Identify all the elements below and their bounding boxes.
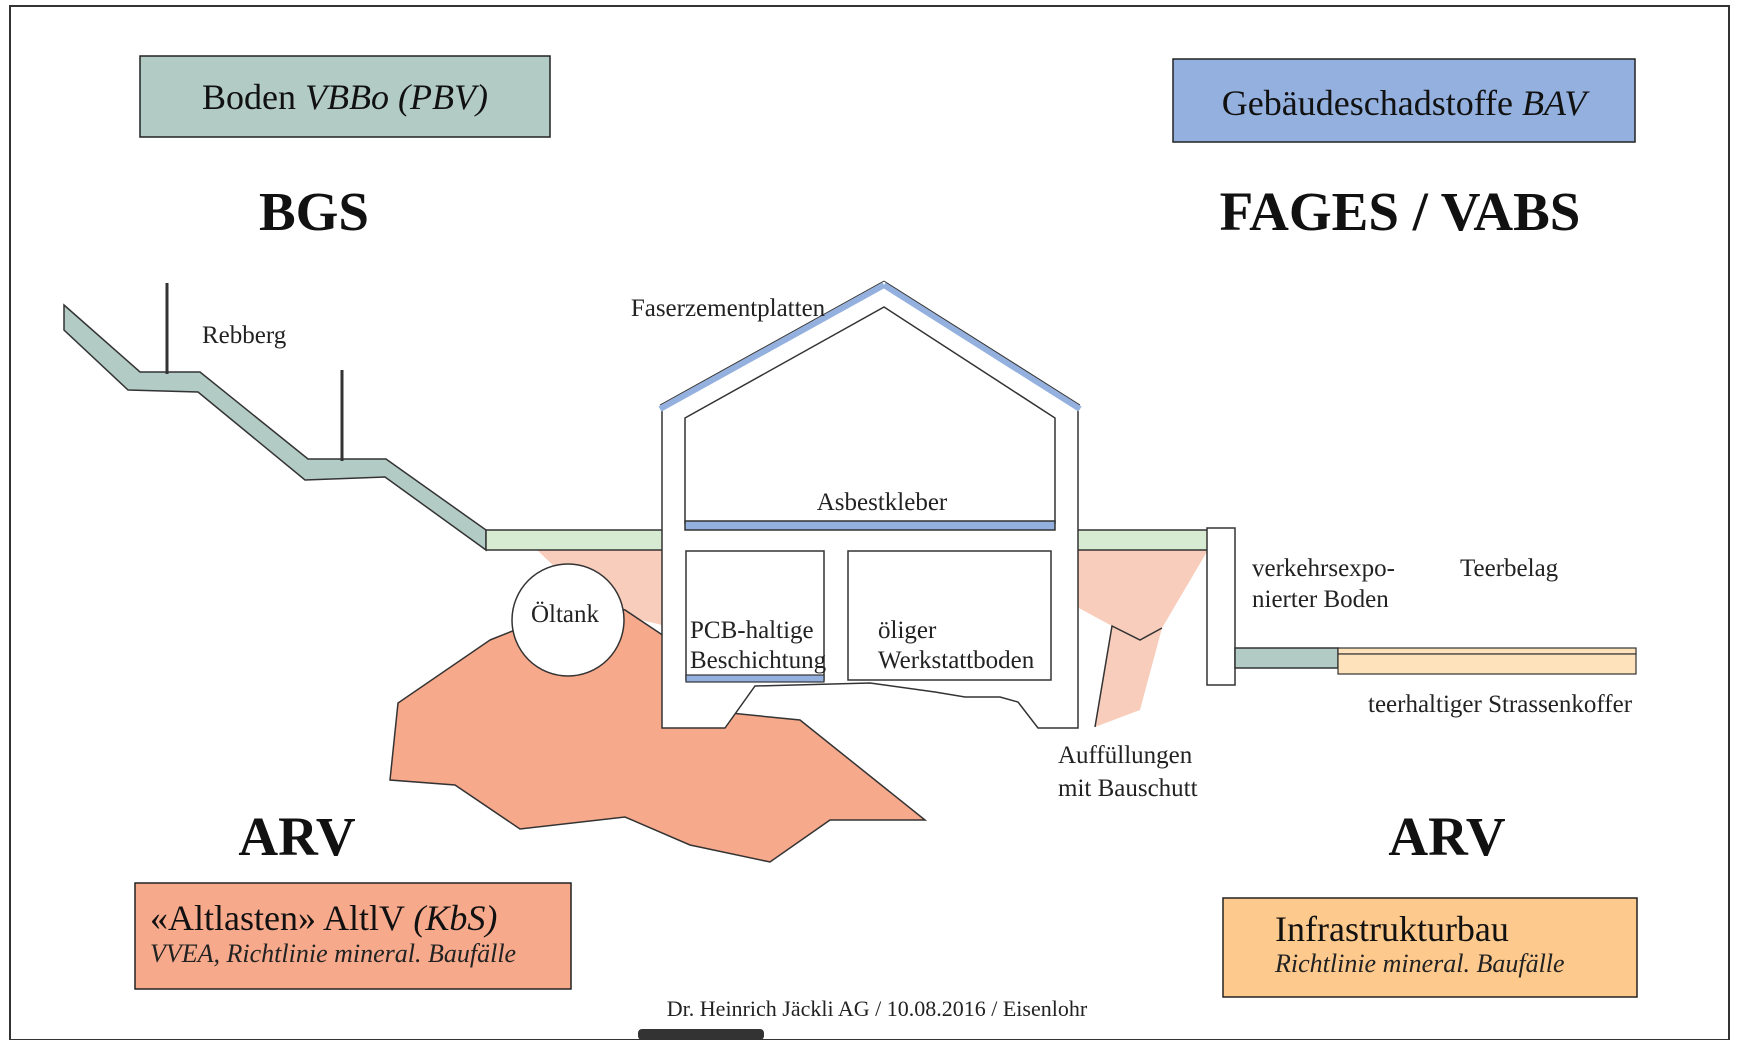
tar-pavement	[1337, 647, 1637, 655]
surface-soil-right	[1072, 529, 1209, 551]
heading-arv-left: ARV	[238, 806, 356, 867]
box-altlasten-label: «Altlasten» AltlV (KbS)	[150, 898, 497, 938]
box-altlasten	[134, 882, 572, 990]
box-boden-label: Boden VBBo (PBV)	[202, 77, 488, 117]
footer-tab	[638, 1029, 764, 1040]
label-auffuellungen-line2: mit Bauschutt	[1058, 775, 1198, 802]
road-curb	[1206, 527, 1236, 686]
label-teerbelag: Teerbelag	[1460, 555, 1559, 582]
surface-soil-left	[485, 529, 667, 551]
roof-coating-left-outline	[659, 280, 885, 406]
basement-room-workshop	[847, 550, 1052, 681]
box-infrastrukturbau-label: Infrastrukturbau	[1275, 909, 1509, 949]
heading-fages-vabs: FAGES / VABS	[1220, 181, 1581, 242]
label-auffuellungen-line1: Auffüllungen	[1058, 742, 1193, 769]
footer-credit: Dr. Heinrich Jäckli AG / 10.08.2016 / Ei…	[667, 996, 1088, 1021]
heading-bgs: BGS	[259, 181, 369, 242]
box-boden	[139, 55, 551, 138]
box-gebaeudeschadstoffe-label: Gebäudeschadstoffe BAV	[1222, 83, 1590, 123]
roof-coating-right-outline	[883, 280, 1081, 406]
heading-arv-right: ARV	[1388, 806, 1506, 867]
label-pcb-line1: PCB-haltige	[690, 617, 814, 644]
asbestos-adhesive-layer	[684, 520, 1056, 531]
box-infrastrukturbau	[1222, 897, 1638, 998]
pcb-coating-layer	[685, 674, 825, 683]
box-altlasten-sub: VVEA, Richtlinie mineral. Baufälle	[150, 939, 516, 968]
oil-tank	[511, 563, 625, 677]
box-gebaeudeschadstoffe	[1172, 58, 1636, 143]
label-pcb-line2: Beschichtung	[690, 647, 827, 674]
roof-coating-left	[658, 282, 886, 412]
label-asbestkleber: Asbestkleber	[817, 489, 948, 516]
label-strassenkoffer: teerhaltiger Strassenkoffer	[1368, 691, 1633, 718]
label-oeltank: Öltank	[531, 601, 600, 628]
basement-room-pcb	[685, 550, 825, 681]
tar-road-base	[1337, 653, 1637, 675]
label-faserzementplatten: Faserzementplatten	[631, 295, 826, 322]
roof-coating-right	[882, 282, 1082, 412]
label-rebberg: Rebberg	[202, 322, 287, 349]
building-attic	[684, 306, 1056, 524]
label-verkehr-line2: nierter Boden	[1252, 586, 1389, 613]
label-verkehr-line1: verkehrsexpo-	[1252, 555, 1395, 582]
traffic-exposed-soil	[1234, 647, 1339, 669]
label-oeliger-line2: Werkstattboden	[878, 647, 1035, 674]
label-oeliger-line1: öliger	[878, 617, 937, 644]
fill-zone-outline	[1094, 624, 1163, 728]
box-infrastrukturbau-sub: Richtlinie mineral. Baufälle	[1274, 949, 1565, 978]
